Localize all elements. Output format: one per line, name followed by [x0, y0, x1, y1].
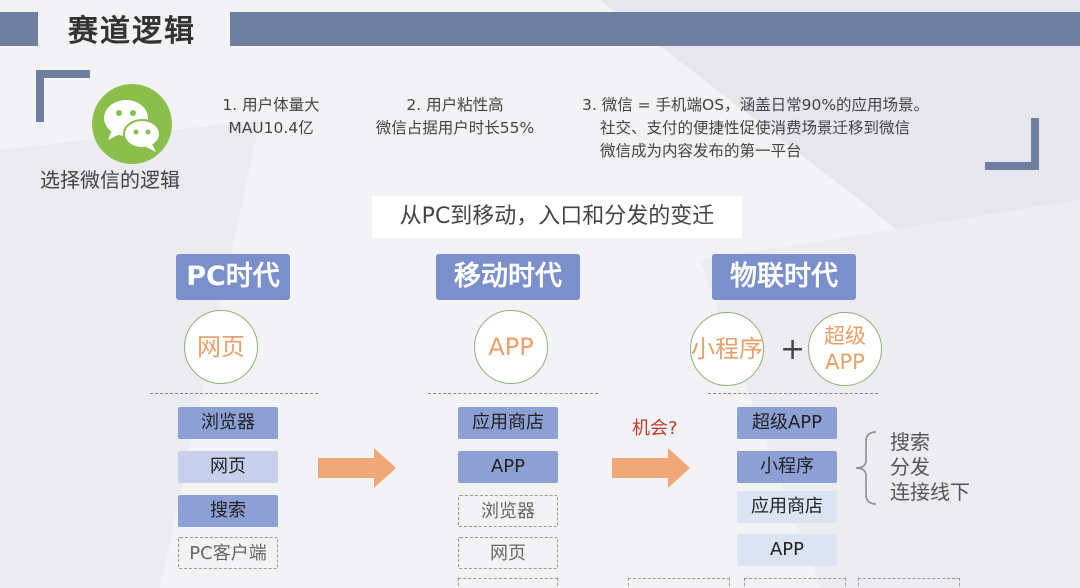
circle-line: 超级 — [824, 324, 866, 348]
era-iot: 物联时代 — [712, 254, 856, 300]
cutoff-box — [858, 578, 960, 588]
tag-webpage-faded: 网页 — [458, 537, 558, 569]
era-pc: PC时代 — [176, 254, 290, 300]
tag-search: 搜索 — [178, 495, 278, 527]
reason-user-scale: 1. 用户体量大 MAU10.4亿 — [206, 94, 336, 140]
reason-mobile-os: 3. 微信 = 手机端OS，涵盖日常90%的应用场景。 社交、支付的便捷性促使消… — [582, 94, 992, 163]
tag-super-app: 超级APP — [737, 407, 837, 439]
corner-bracket-top-left — [36, 70, 90, 122]
wechat-caption: 选择微信的逻辑 — [40, 168, 180, 192]
circle-super-app: 超级 APP — [808, 312, 882, 386]
header-band — [230, 12, 1080, 46]
plus-sign: + — [780, 332, 806, 367]
arrow-right-icon — [612, 448, 690, 488]
reason-line: 微信占据用户时长55% — [375, 119, 535, 137]
cutoff-box — [744, 578, 846, 588]
divider-iot — [708, 393, 878, 394]
divider-mobile — [428, 393, 598, 394]
tag-pc-client: PC客户端 — [178, 537, 278, 569]
reason-line: 3. 微信 = 手机端OS，涵盖日常90%的应用场景。 — [582, 96, 930, 114]
tag-app-light: APP — [737, 534, 837, 566]
page-title: 赛道逻辑 — [68, 14, 196, 49]
reason-line: 社交、支付的便捷性促使消费场景迁移到微信 — [600, 119, 911, 137]
tag-app: APP — [458, 451, 558, 483]
reason-user-stickiness: 2. 用户粘性高 微信占据用户时长55% — [360, 94, 550, 140]
tag-app-store: 应用商店 — [458, 407, 558, 439]
tag-mini-program: 小程序 — [737, 451, 837, 483]
tag-cutoff — [458, 578, 558, 588]
bracket-icon — [855, 431, 877, 505]
arrow-right-icon — [318, 448, 396, 488]
chance-label: 机会? — [632, 418, 678, 439]
divider-pc — [150, 393, 318, 394]
era-mobile: 移动时代 — [436, 254, 580, 300]
reason-line: MAU10.4亿 — [228, 119, 314, 137]
cutoff-box — [628, 578, 730, 588]
tag-app-store-light: 应用商店 — [737, 491, 837, 523]
circle-webpage: 网页 — [184, 310, 258, 384]
tag-browser: 浏览器 — [178, 407, 278, 439]
wechat-icon — [92, 84, 172, 164]
reason-line: 1. 用户体量大 — [222, 96, 320, 114]
tag-webpage: 网页 — [178, 451, 278, 483]
reason-line: 微信成为内容发布的第一平台 — [600, 142, 802, 160]
bracket-item: 连接线下 — [890, 480, 970, 504]
diagram-subtitle: 从PC到移动，入口和分发的变迁 — [372, 196, 742, 238]
circle-line: APP — [825, 350, 865, 374]
bracket-list: 搜索 分发 连接线下 — [890, 430, 970, 505]
circle-mini-program: 小程序 — [690, 312, 764, 386]
reason-line: 2. 用户粘性高 — [406, 96, 504, 114]
header-accent-left — [0, 12, 38, 46]
circle-app: APP — [474, 310, 548, 384]
bracket-item: 分发 — [890, 455, 930, 479]
corner-bracket-bottom-right — [985, 118, 1039, 170]
tag-browser-faded: 浏览器 — [458, 495, 558, 527]
bracket-item: 搜索 — [890, 430, 930, 454]
